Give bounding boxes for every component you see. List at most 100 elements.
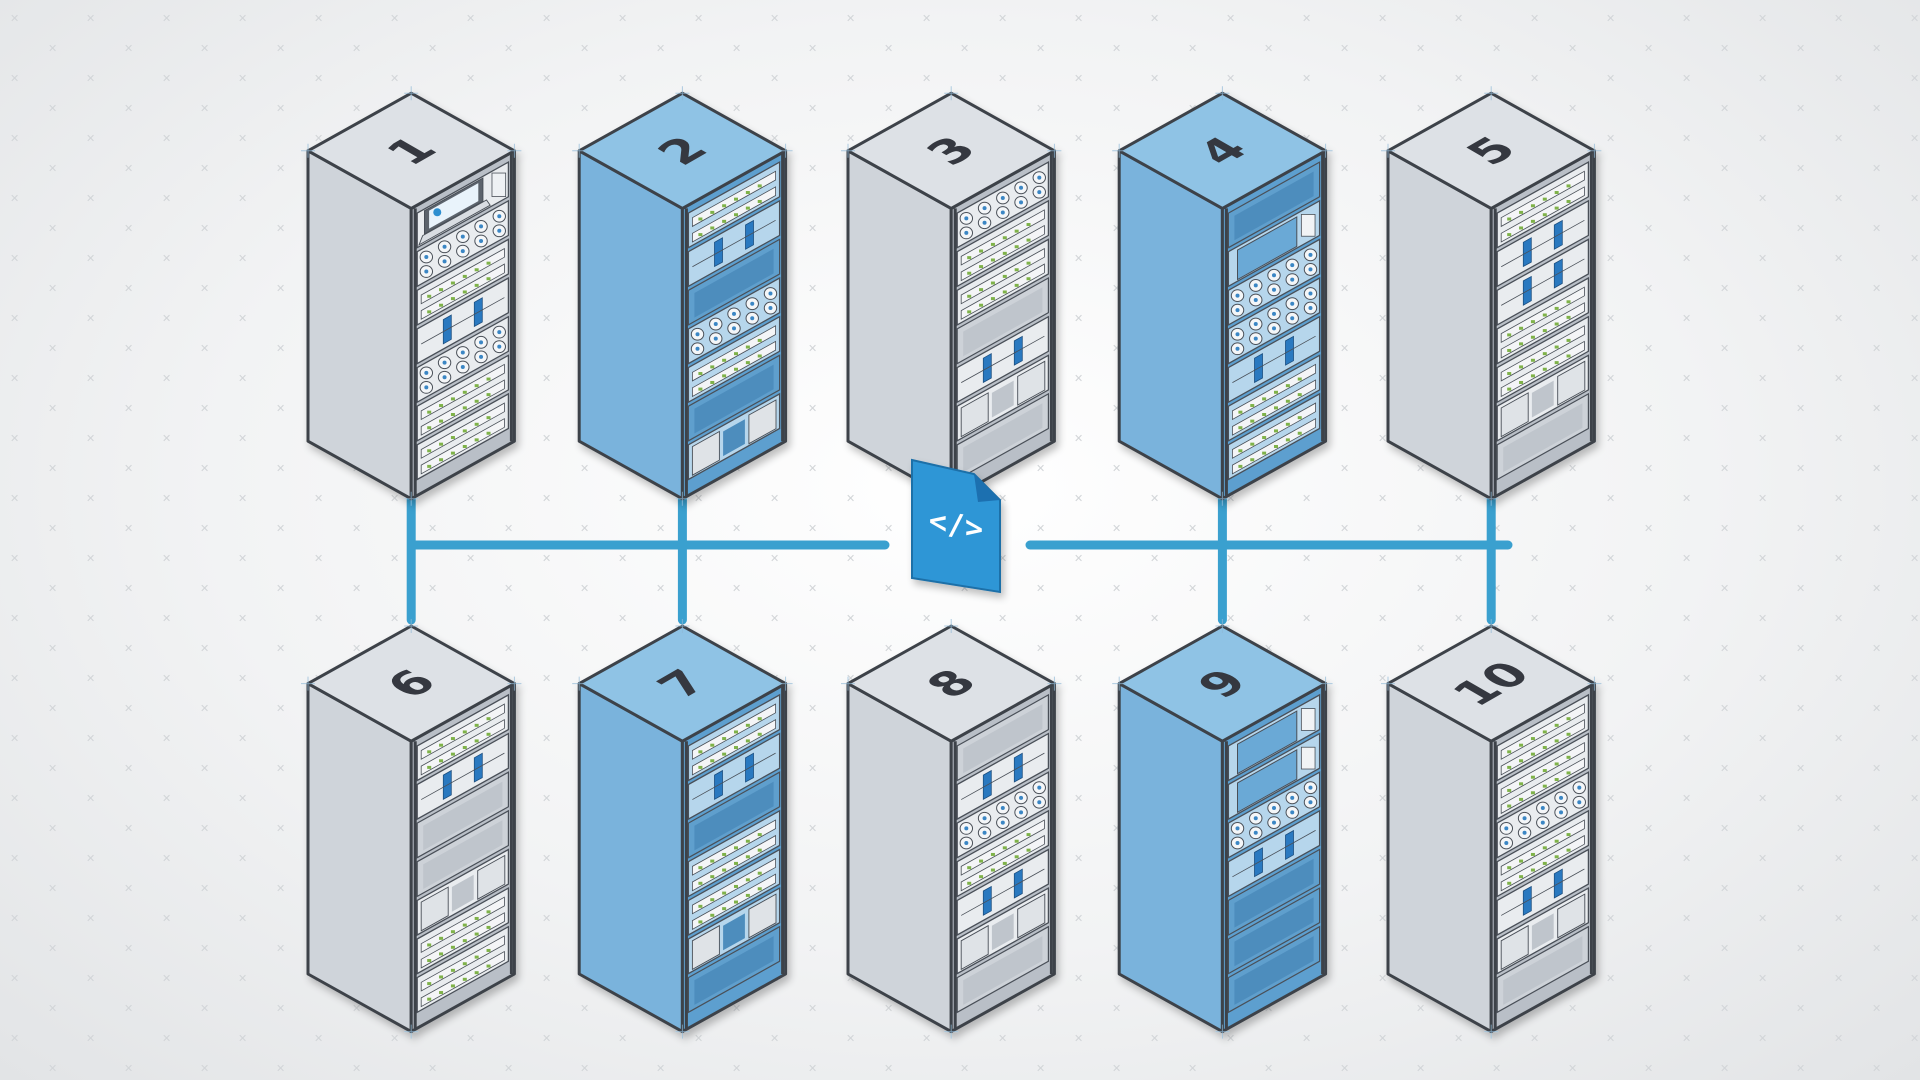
- sparkle: [404, 1024, 419, 1039]
- rack-component-empty: [1496, 392, 1590, 481]
- sparkle: [301, 143, 315, 158]
- rack-side-panel: [846, 149, 953, 501]
- sparkle: [1484, 619, 1499, 633]
- rack-component-empty: [956, 276, 1050, 365]
- rack-component-switch: [1496, 809, 1590, 898]
- server-rack-1[interactable]: 1: [301, 86, 522, 506]
- rack-component-box: [1227, 199, 1321, 288]
- rack-component-switch: [1496, 160, 1590, 249]
- sparkle: [572, 143, 587, 158]
- rack-component-cage: [956, 354, 1050, 442]
- server-rack-2[interactable]: 2: [572, 86, 793, 506]
- rack-component-empty: [687, 771, 781, 859]
- rack-component-switch: [416, 238, 510, 327]
- rack-component-empty: [1227, 925, 1321, 1014]
- rack-component-switch: [416, 925, 510, 1014]
- sparkle: [1587, 143, 1602, 158]
- rack-component-module: [1227, 315, 1321, 404]
- sparkle: [507, 143, 522, 158]
- sparkle: [404, 86, 419, 101]
- server-rack-3[interactable]: 3: [841, 86, 1062, 506]
- rack-component-module: [956, 315, 1050, 404]
- server-rack-5[interactable]: 5: [1381, 86, 1602, 506]
- rack-top: [306, 624, 516, 743]
- rack-component-drives: [956, 771, 1050, 859]
- sparkle: [1587, 676, 1602, 691]
- rack-top: [846, 91, 1056, 210]
- rack-component-module: [1496, 199, 1590, 288]
- sparkle: [301, 676, 315, 691]
- rack-component-module: [416, 276, 510, 365]
- rack-side-panel: [1386, 682, 1493, 1034]
- server-rack-9[interactable]: 9: [1112, 619, 1333, 1039]
- rack-component-switch: [416, 354, 510, 442]
- server-rack-4[interactable]: 4: [1112, 86, 1333, 506]
- rack-component-cage: [687, 392, 781, 481]
- rack-component-switch: [416, 886, 510, 975]
- rack-top: [306, 91, 516, 210]
- rack-component-switch: [416, 392, 510, 481]
- rack-component-drives: [1227, 276, 1321, 365]
- server-rack-7[interactable]: 7: [572, 619, 793, 1039]
- rack-component-empty: [956, 693, 1050, 782]
- sparkle: [1484, 491, 1499, 506]
- rack-component-module: [1496, 848, 1590, 937]
- sparkle: [1112, 143, 1127, 158]
- rack-component-drives: [1227, 771, 1321, 859]
- sparkle: [1215, 619, 1230, 633]
- rack-component-switch: [956, 199, 1050, 288]
- server-rack-10[interactable]: 10: [1381, 619, 1602, 1039]
- rack-component-laptop: [416, 160, 510, 249]
- rack-component-empty: [416, 809, 509, 898]
- rack-component-empty: [416, 771, 509, 859]
- sparkle: [944, 619, 959, 633]
- sparkle: [1484, 86, 1499, 101]
- rack-component-switch: [956, 238, 1050, 327]
- rack-component-empty: [1496, 925, 1590, 1014]
- rack-side-panel: [306, 149, 413, 501]
- rack-component-switch: [956, 809, 1050, 898]
- rack-component-empty: [687, 354, 781, 442]
- rack-component-drives: [1496, 771, 1590, 859]
- rack-component-module: [416, 732, 510, 821]
- sparkle: [1047, 676, 1062, 691]
- server-rack-6[interactable]: 6: [301, 619, 522, 1039]
- rack-component-box: [1227, 693, 1321, 782]
- server-rack-8[interactable]: 8: [841, 619, 1062, 1039]
- rack-component-switch: [1227, 392, 1321, 481]
- rack-component-module: [687, 732, 781, 821]
- code-file-icon[interactable]: </>: [911, 458, 1001, 594]
- rack-component-switch: [687, 809, 781, 898]
- sparkle: [778, 143, 793, 158]
- rack-component-empty: [956, 925, 1050, 1014]
- rack-component-switch: [1496, 276, 1590, 365]
- rack-component-switch: [687, 160, 781, 249]
- rack-component-drives: [416, 199, 510, 288]
- sparkle: [1381, 676, 1395, 691]
- rack-component-switch: [1496, 693, 1590, 782]
- rack-top: [577, 91, 788, 210]
- rack-side-panel: [846, 682, 953, 1034]
- rack-side-panel: [1117, 149, 1224, 501]
- rack-component-empty: [1227, 887, 1321, 975]
- sparkle: [675, 86, 690, 101]
- sparkle: [1215, 86, 1230, 101]
- rack-component-module: [1496, 238, 1590, 327]
- rack-top: [846, 624, 1056, 743]
- rack-component-cage: [416, 848, 510, 937]
- rack-top: [1117, 624, 1328, 743]
- sparkle: [1381, 143, 1395, 158]
- rack-component-module: [956, 732, 1050, 821]
- sparkle: [1318, 143, 1333, 158]
- rack-side-panel: [1386, 149, 1493, 501]
- sparkle: [507, 676, 522, 691]
- rack-component-switch: [416, 693, 510, 782]
- rack-component-module: [1227, 809, 1321, 898]
- rack-component-drives: [416, 315, 510, 404]
- sparkle: [675, 1024, 690, 1039]
- rack-component-drives: [687, 276, 781, 365]
- sparkle: [1047, 143, 1062, 158]
- rack-component-switch: [687, 315, 781, 404]
